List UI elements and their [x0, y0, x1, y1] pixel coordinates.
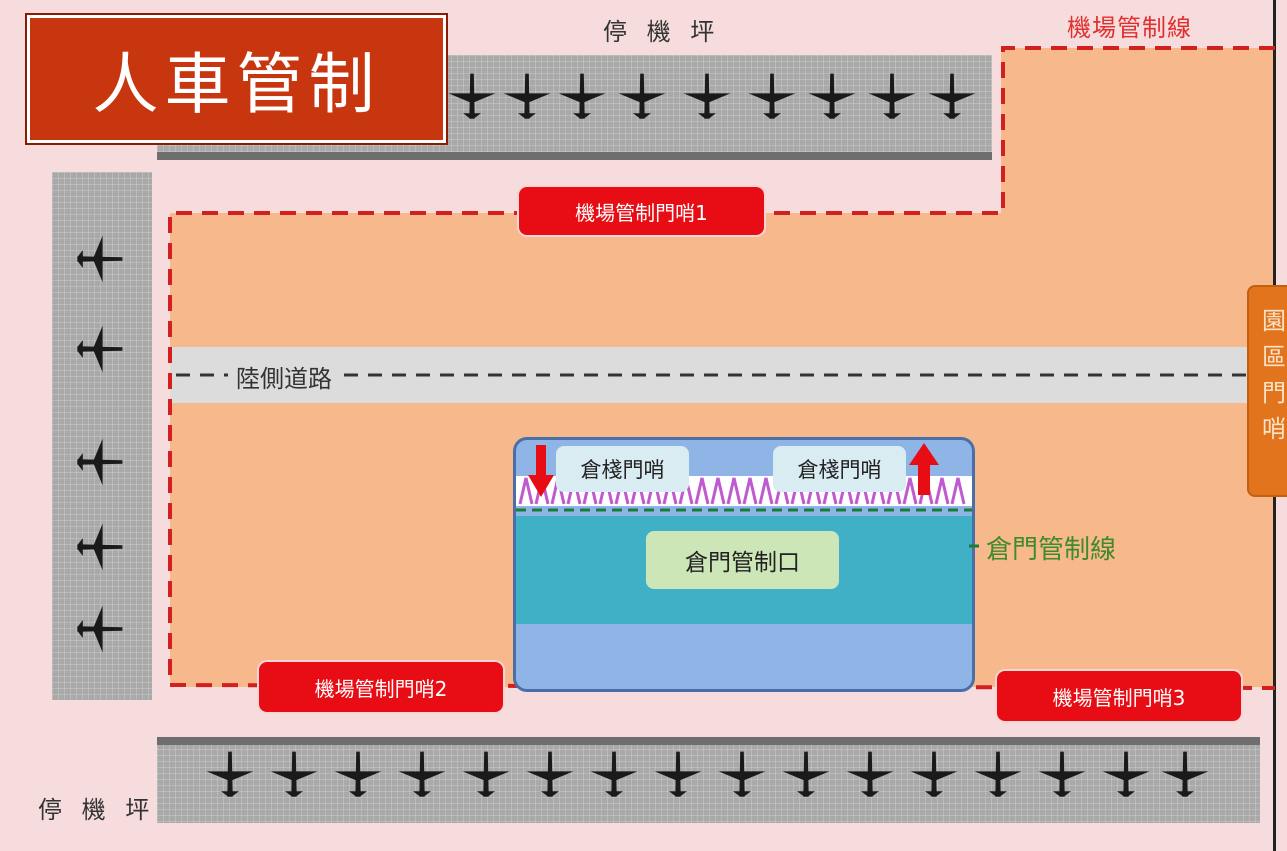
- park-gate-label: 園區門哨: [1262, 307, 1286, 443]
- plane-icon: [928, 73, 976, 119]
- plane-icon: [77, 605, 123, 653]
- plane-icon: [974, 751, 1022, 797]
- park-gate: 園區門哨: [1247, 285, 1287, 497]
- plane-icon: [590, 751, 638, 797]
- warehouse-gate-out: 倉棧門哨: [773, 446, 906, 492]
- plane-icon: [654, 751, 702, 797]
- plane-icon: [526, 751, 574, 797]
- arrow-down-icon: [528, 445, 554, 497]
- airport-gate-3: 機場管制門哨3: [997, 671, 1241, 721]
- warehouse-lower-band: [516, 624, 972, 689]
- plane-icon: [448, 73, 496, 119]
- plane-icon: [808, 73, 856, 119]
- plane-icon: [77, 235, 123, 283]
- warehouse-door-checkpoint: 倉門管制口: [646, 531, 839, 589]
- plane-icon: [683, 73, 731, 119]
- plane-icon: [77, 325, 123, 373]
- plane-icon: [910, 751, 958, 797]
- landside-road-label: 陸側道路: [228, 359, 340, 394]
- controlled-zone-upper: [1001, 48, 1275, 218]
- plane-icon: [462, 751, 510, 797]
- plane-icon: [398, 751, 446, 797]
- plane-icon: [77, 438, 123, 486]
- plane-icon: [718, 751, 766, 797]
- airport-control-line-label: 機場管制線: [1067, 14, 1192, 42]
- plane-icon: [1038, 751, 1086, 797]
- apron-top-label: 停 機 坪: [603, 18, 721, 46]
- warehouse-door-control-line-label: 倉門管制線: [986, 535, 1117, 565]
- plane-icon: [206, 751, 254, 797]
- airport-gate-2: 機場管制門哨2: [259, 662, 503, 712]
- plane-icon: [503, 73, 551, 119]
- apron-bottom-edge: [157, 737, 1260, 745]
- apron-bottom-label: 停 機 坪: [38, 796, 156, 824]
- plane-icon: [1161, 751, 1209, 797]
- warehouse-gate-in: 倉棧門哨: [556, 446, 689, 492]
- arrow-up-icon: [909, 443, 939, 495]
- plane-icon: [270, 751, 318, 797]
- plane-icon: [334, 751, 382, 797]
- plane-icon: [868, 73, 916, 119]
- plane-icon: [1102, 751, 1150, 797]
- apron-top-edge: [157, 152, 992, 160]
- apron-bottom: [157, 737, 1260, 823]
- plane-icon: [846, 751, 894, 797]
- airport-gate-1: 機場管制門哨1: [519, 187, 764, 235]
- plane-icon: [558, 73, 606, 119]
- plane-icon: [782, 751, 830, 797]
- page-title: 人車管制: [25, 13, 448, 145]
- plane-icon: [77, 523, 123, 571]
- plane-icon: [618, 73, 666, 119]
- plane-icon: [748, 73, 796, 119]
